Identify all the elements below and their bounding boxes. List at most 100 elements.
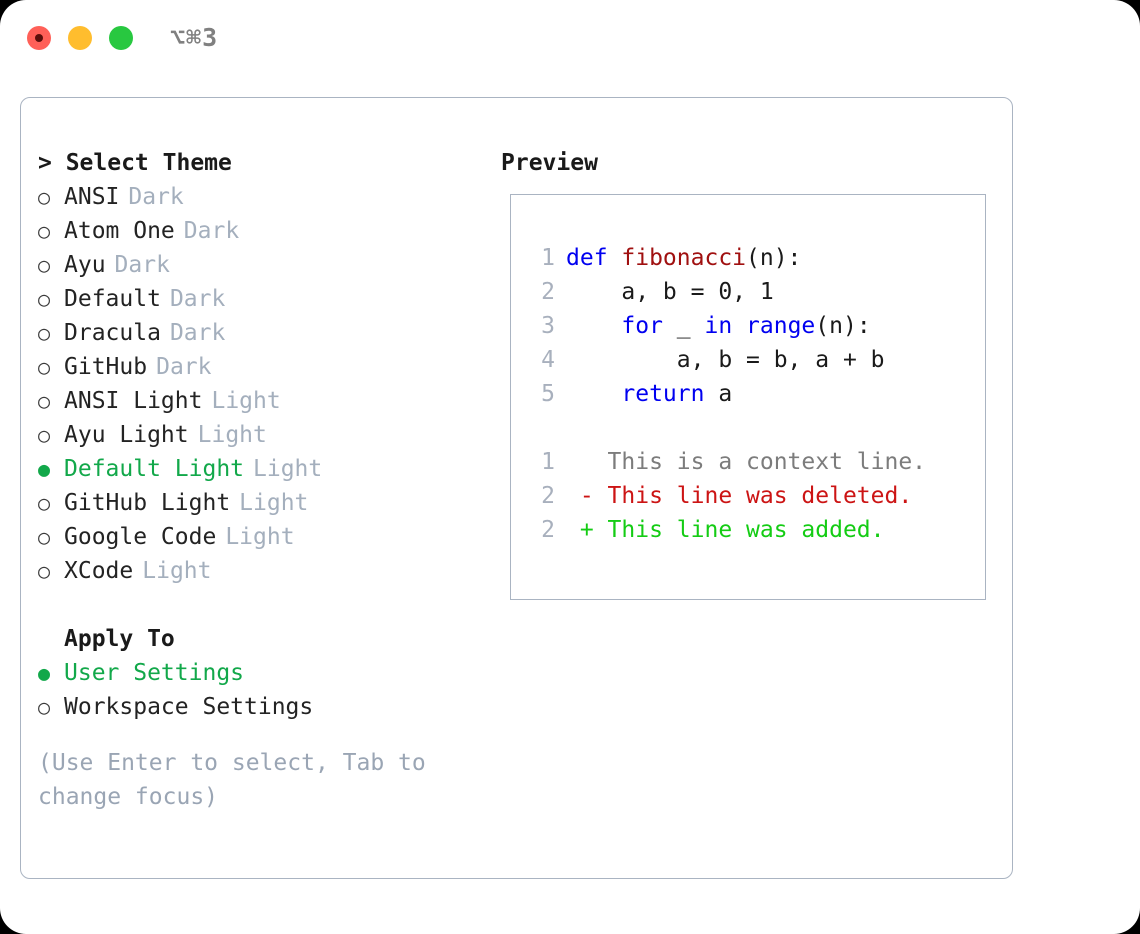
line-number: 4 <box>541 347 555 373</box>
theme-option-label: Google Code <box>64 524 217 550</box>
code-token: def <box>566 245 622 271</box>
code-text: return a <box>566 377 732 411</box>
code-token: a, b = 0, 1 <box>566 279 774 305</box>
window-controls <box>27 26 133 50</box>
code-token: (n): <box>815 313 871 339</box>
theme-option-default[interactable]: ○ Default Dark <box>38 282 478 316</box>
code-line: 1 def fibonacci(n): <box>511 241 985 275</box>
apply-to-header: Apply To <box>64 626 175 652</box>
radio-unselected-icon: ○ <box>38 287 51 311</box>
code-token: return <box>621 381 705 407</box>
zoom-button[interactable] <box>109 26 133 50</box>
apply-to-list: ● User Settings ○ Workspace Settings <box>38 656 478 724</box>
radio-unselected-icon: ○ <box>38 423 51 447</box>
code-token: (n): <box>746 245 802 271</box>
line-number: 1 <box>541 449 555 475</box>
radio-unselected-icon: ○ <box>38 253 51 277</box>
line-number: 2 <box>541 517 555 543</box>
code-text: + This line was added. <box>566 513 885 547</box>
theme-option-label: Dracula <box>64 320 161 346</box>
theme-option-tag: Light <box>142 558 212 584</box>
code-text: a, b = b, a + b <box>566 343 885 377</box>
code-token: _ <box>662 313 705 339</box>
theme-option-tag: Dark <box>128 184 184 210</box>
theme-option-default-light[interactable]: ● Default Light Light <box>38 452 478 486</box>
code-token: - This line was deleted. <box>566 483 913 509</box>
radio-unselected-icon: ○ <box>38 321 51 345</box>
radio-unselected-icon: ○ <box>38 525 51 549</box>
code-token <box>732 313 746 339</box>
radio-selected-icon: ● <box>38 661 51 685</box>
code-line: 4 a, b = b, a + b <box>511 343 985 377</box>
theme-option-dracula[interactable]: ○ Dracula Dark <box>38 316 478 350</box>
theme-option-atom-one[interactable]: ○ Atom One Dark <box>38 214 478 248</box>
code-line: 3 for _ in range(n): <box>511 309 985 343</box>
theme-option-ayu[interactable]: ○ Ayu Dark <box>38 248 478 282</box>
code-line: 5 return a <box>511 377 985 411</box>
code-text: a, b = 0, 1 <box>566 275 774 309</box>
code-token: + This line was added. <box>566 517 885 543</box>
theme-option-github[interactable]: ○ GitHub Dark <box>38 350 478 384</box>
theme-option-tag: Dark <box>114 252 170 278</box>
apply-to-option-label: Workspace Settings <box>64 694 314 720</box>
code-token: a <box>704 381 733 407</box>
code-token: in <box>704 313 733 339</box>
apply-to-option-user-settings[interactable]: ● User Settings <box>38 656 478 690</box>
code-line: 1 This is a context line. <box>511 445 985 479</box>
radio-unselected-icon: ○ <box>38 695 51 719</box>
code-token: This is a context line. <box>566 449 927 475</box>
theme-option-label: Default <box>64 286 161 312</box>
code-token: a, b = b, a + b <box>566 347 885 373</box>
close-button[interactable] <box>27 26 51 50</box>
diff-sample: 1 This is a context line. 2 - This line w… <box>511 445 985 547</box>
theme-option-label: XCode <box>64 558 134 584</box>
radio-unselected-icon: ○ <box>38 355 51 379</box>
minimize-button[interactable] <box>68 26 92 50</box>
theme-option-label: ANSI Light <box>64 388 203 414</box>
select-theme-header: > Select Theme <box>38 150 232 176</box>
theme-option-label: Default Light <box>64 456 245 482</box>
theme-option-label: GitHub <box>64 354 148 380</box>
code-diff-spacer <box>511 411 985 445</box>
apply-to-option-label: User Settings <box>64 660 245 686</box>
radio-selected-icon: ● <box>38 457 51 481</box>
theme-option-tag: Light <box>253 456 323 482</box>
line-number: 1 <box>541 245 555 271</box>
theme-option-tag: Dark <box>169 286 226 312</box>
keyboard-shortcut-label: ⌥⌘3 <box>170 23 219 52</box>
preview-header: Preview <box>501 150 598 176</box>
radio-unselected-icon: ○ <box>38 559 51 583</box>
theme-option-tag: Dark <box>183 218 240 244</box>
theme-option-tag: Dark <box>169 320 226 346</box>
code-token: for <box>621 313 663 339</box>
code-line: 2 a, b = 0, 1 <box>511 275 985 309</box>
theme-option-xcode[interactable]: ○ XCode Light <box>38 554 478 588</box>
line-number: 2 <box>541 279 555 305</box>
radio-unselected-icon: ○ <box>38 389 51 413</box>
code-token <box>566 381 621 407</box>
theme-option-tag: Dark <box>156 354 212 380</box>
code-text: This is a context line. <box>566 445 927 479</box>
list-spacer <box>38 588 478 622</box>
code-token <box>566 313 621 339</box>
radio-unselected-icon: ○ <box>38 185 51 209</box>
apply-to-option-workspace-settings[interactable]: ○ Workspace Settings <box>38 690 478 724</box>
window-titlebar: ⌥⌘3 <box>0 0 1140 76</box>
code-text: for _ in range(n): <box>566 309 871 343</box>
line-number: 3 <box>541 313 555 339</box>
radio-unselected-icon: ○ <box>38 219 51 243</box>
code-text: def fibonacci(n): <box>566 241 801 275</box>
radio-unselected-icon: ○ <box>38 491 51 515</box>
theme-option-label: Ayu <box>64 252 106 278</box>
theme-option-label: Atom One <box>64 218 175 244</box>
theme-option-tag: Light <box>197 422 267 448</box>
